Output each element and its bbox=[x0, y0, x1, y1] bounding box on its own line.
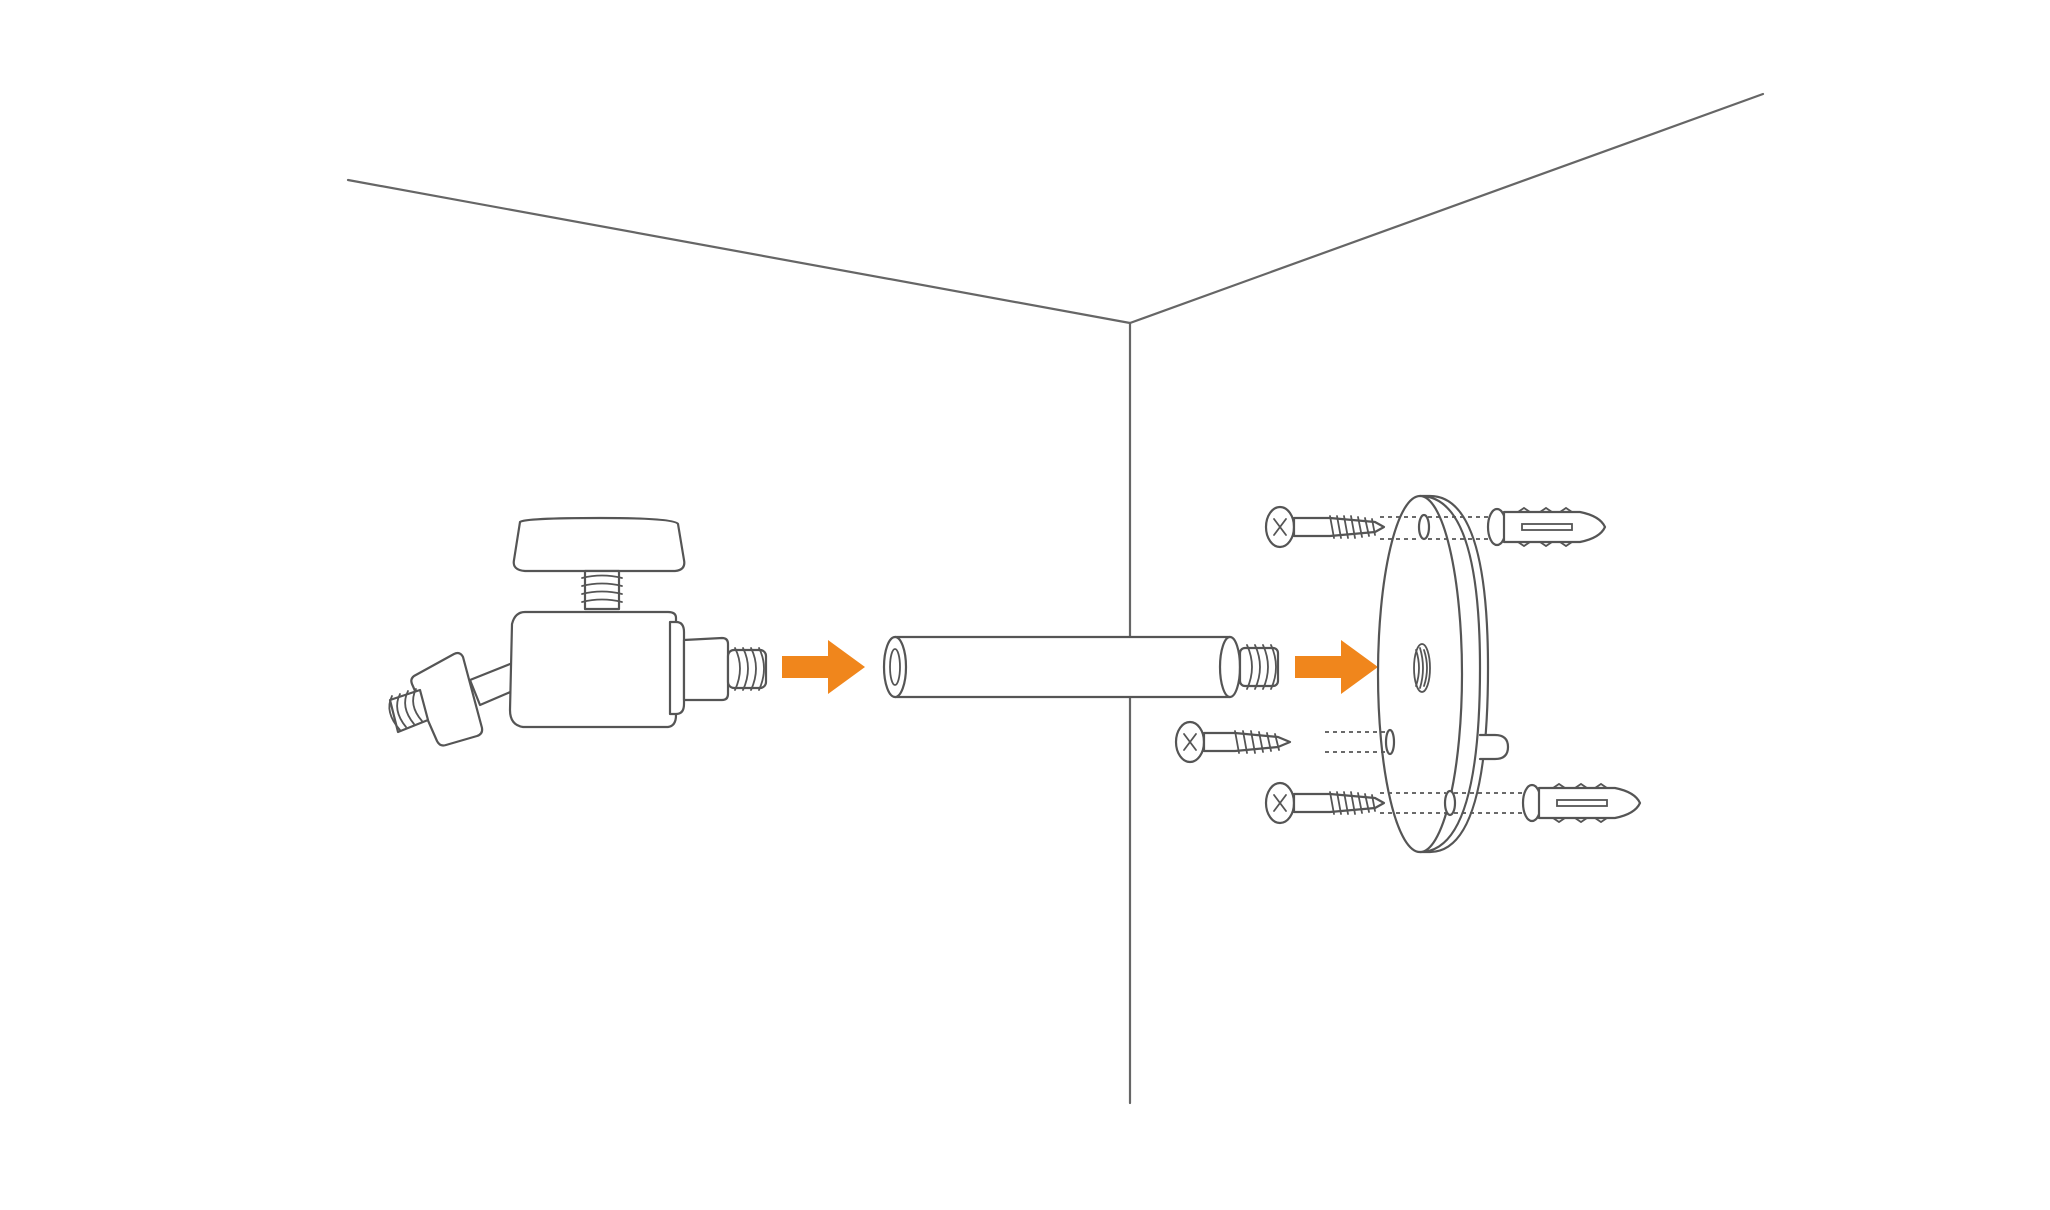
room-corner bbox=[346, 92, 1765, 1105]
arrow-icon-step-2 bbox=[1295, 640, 1378, 694]
ceiling-line-left bbox=[346, 178, 1132, 325]
hole-bottom bbox=[1443, 789, 1457, 817]
hole-top bbox=[1417, 513, 1431, 541]
screw-bottom bbox=[1264, 781, 1386, 825]
ball-head-collar bbox=[682, 636, 730, 702]
base-plate-face bbox=[1376, 494, 1464, 854]
base-plate-tab bbox=[1478, 733, 1510, 761]
ball-head-body bbox=[508, 610, 678, 729]
knob-thread bbox=[581, 569, 623, 611]
tilt-thread bbox=[388, 688, 430, 734]
pole-end-open bbox=[882, 635, 908, 699]
ceiling-line-right bbox=[1128, 92, 1765, 325]
screw-middle bbox=[1174, 720, 1292, 764]
ball-head-mount bbox=[388, 516, 768, 747]
wall-anchor-bottom bbox=[1521, 782, 1642, 824]
front-thread bbox=[726, 647, 768, 691]
tilt-knob bbox=[410, 651, 484, 747]
ball-head-knob bbox=[512, 516, 686, 573]
ball-head-cap bbox=[668, 620, 686, 716]
pole-thread bbox=[1238, 644, 1280, 690]
extension-pole bbox=[882, 635, 1280, 699]
wall-base-plate bbox=[1376, 494, 1510, 854]
arrow-icon-step-1 bbox=[782, 640, 865, 694]
pole-end-back bbox=[1218, 635, 1242, 699]
hole-middle bbox=[1384, 728, 1396, 756]
wall-anchor-top bbox=[1486, 506, 1607, 548]
pole-shaft bbox=[893, 635, 1232, 699]
center-thread-hole bbox=[1413, 643, 1431, 693]
screw-top bbox=[1264, 505, 1386, 549]
tilt-rod bbox=[468, 660, 517, 707]
